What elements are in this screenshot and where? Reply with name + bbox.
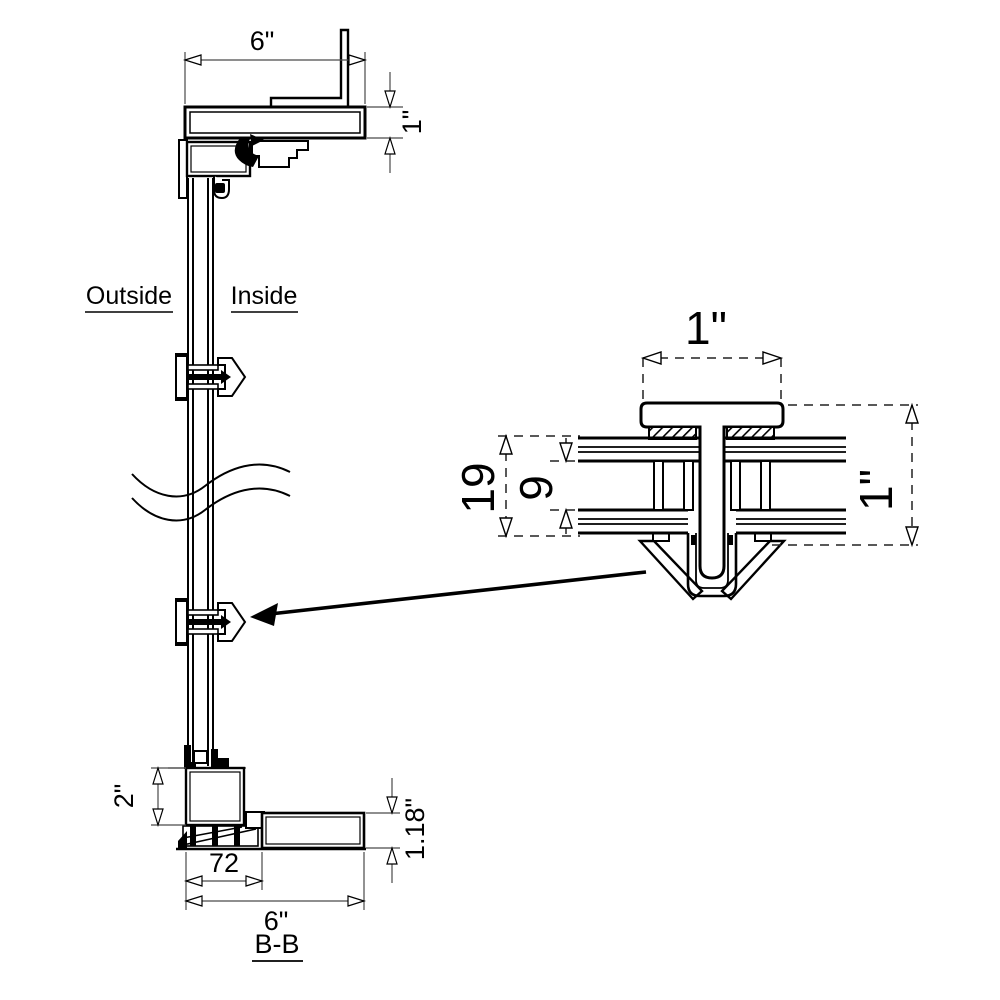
dim-arrow [905,526,919,548]
sill-anchor-hatch [178,825,259,848]
dim-arrow [559,507,573,529]
outside-label: Outside [86,282,172,310]
dim-sill-box-height-label: 2" [109,784,139,809]
head-frame-assembly [178,134,309,200]
glass-unit-lines [187,178,214,766]
detail-bottom-clip-channel [686,533,738,598]
dim-arrow [559,442,573,464]
dim-detail-cap-width [642,357,782,402]
dim-arrow [762,351,784,365]
sill-glazing-hook [211,749,229,769]
section-title: B-B [254,929,299,959]
detail-spacers [653,460,771,511]
sill-glazing-clip-left [184,745,191,769]
dim-arrow [905,402,919,424]
dim-sill-anchor-width-label: 72 [209,848,239,878]
dim-sill-anchor-width [183,852,265,910]
dim-head-tube-height [367,72,403,173]
dim-head-tube-height-label: 1" [397,110,427,135]
dim-head-width [182,52,368,104]
dim-sill-tube-height-label: 1.18" [400,798,430,860]
dim-arrow [640,351,662,365]
dim-head-width-label: 6" [250,26,275,56]
dim-sill-width-label: 6" [264,906,289,936]
dim-sill-box-height [151,765,186,828]
head-gasket-tip [250,134,264,146]
sill-setting-block [193,750,208,764]
detail-bottom-clip-wings [637,532,787,601]
sill-assembly [168,745,366,851]
head-gasket [234,138,259,167]
stack-joint-clip-lower [174,597,246,647]
dim-sill-width [183,852,367,910]
dim-sill-tube-height [366,778,400,883]
sill-tube-profile [260,811,366,850]
detail-t-connector [639,401,785,580]
detail-glass-bottom-band [578,508,846,535]
dim-arrow [499,517,513,539]
dim-detail-cap-width-label: 1" [685,302,727,354]
head-tube-profile [183,105,367,140]
dim-detail-overall-height [772,404,918,546]
dim-arrow [499,433,513,455]
inside-label: Inside [231,282,298,310]
detail-glass-top-band [578,436,846,463]
break-lines [131,463,291,522]
head-angle-profile [269,28,350,109]
dim-detail-air-space-label: 9 [510,475,562,501]
detail-leader-arrow [250,570,647,626]
stack-joint-clip-upper [174,352,246,402]
dim-detail-glass-thickness-label: 19 [452,462,504,513]
dim-detail-overall-height-label: 1" [850,469,902,511]
sill-box-profile [184,766,246,827]
head-step-profile [251,140,309,168]
